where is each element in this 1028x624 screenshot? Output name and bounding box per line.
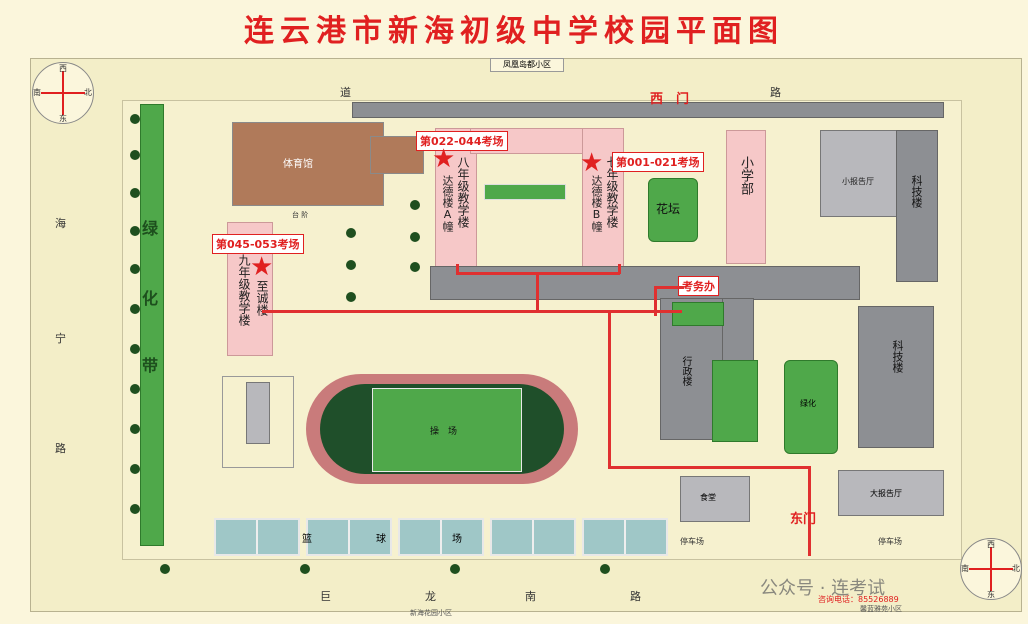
east-green-label: 绿化 — [800, 399, 816, 408]
primary-school-building — [726, 130, 766, 264]
route-segment-5 — [536, 272, 539, 312]
grade8-sub-label: 达德楼A幢 — [441, 175, 454, 232]
grade7-building — [582, 128, 624, 268]
route-segment-2 — [456, 264, 459, 274]
route-segment-10 — [808, 466, 811, 556]
grade9-label: 九年级教学楼 — [237, 254, 251, 326]
science-bottom-label: 科技楼 — [891, 340, 904, 373]
east-gate-label: 东门 — [790, 512, 817, 527]
map-title: 连云港市新海初级中学校园平面图 — [244, 14, 784, 49]
compass-top-left: 西 东 南 北 — [32, 62, 94, 124]
west-road-char-1: 海 — [55, 217, 66, 230]
admin-label: 行政楼 — [680, 356, 691, 386]
west-road-char-2: 宁 — [55, 332, 66, 345]
compass-north-label: 北 — [84, 88, 92, 97]
route-segment-8 — [608, 312, 611, 468]
basketball-court-2 — [306, 518, 392, 556]
east-green — [784, 360, 838, 454]
south-road-char-3: 南 — [525, 590, 536, 603]
admin-side-green — [712, 360, 758, 442]
exam-office-label: 考务办 — [678, 276, 719, 296]
parking-left-label: 停车场 — [680, 537, 704, 546]
basketball-court-4 — [490, 518, 576, 556]
route-segment-1 — [262, 310, 682, 313]
star-icon: ★ — [432, 144, 456, 174]
compass-south-label: 南 — [33, 88, 41, 97]
watermark: 公众号 · 连考试 — [760, 578, 886, 599]
compass-west-label: 西 — [59, 64, 67, 73]
grade7-sub-label: 达德楼B幢 — [590, 175, 603, 232]
compass-north-label: 北 — [1012, 564, 1020, 573]
big-hall-label: 大报告厅 — [870, 489, 902, 498]
route-segment-4 — [618, 264, 621, 274]
canteen-label: 食堂 — [700, 493, 716, 502]
exam-room-label-c: 第045-053考场 — [212, 234, 304, 254]
flower-bed — [648, 178, 698, 242]
science-building-bottom — [858, 306, 934, 448]
grade7-label: 七年级教学楼 — [605, 156, 619, 228]
small-building-block — [246, 382, 270, 444]
hotline-label: 咨询电话：85526889 — [818, 595, 899, 604]
compass-east-label: 东 — [59, 114, 67, 123]
exam-room-label-a: 第022-044考场 — [416, 131, 508, 151]
compass-west-label: 西 — [987, 540, 995, 549]
stage-label: 台 阶 — [292, 211, 309, 219]
courtyard-green — [484, 184, 566, 200]
green-belt-char-2: 化 — [142, 289, 159, 308]
route-segment-9 — [608, 466, 810, 469]
grade9-sub-label: 至诚楼 — [255, 280, 269, 316]
south-road-char-2: 龙 — [425, 590, 436, 603]
central-corridor — [430, 266, 860, 300]
green-belt — [140, 104, 164, 546]
science-top-label: 科技楼 — [910, 175, 923, 208]
north-parking-strip — [352, 102, 944, 118]
parking-right-label: 停车场 — [878, 537, 902, 546]
route-segment-7 — [654, 286, 657, 316]
grade8-label: 八年级教学楼 — [456, 156, 470, 228]
basketball-court-1 — [214, 518, 300, 556]
north-road-label-2: 路 — [770, 86, 781, 99]
gym-annex — [370, 136, 424, 174]
big-hall-building — [838, 470, 944, 516]
south-road-char-4: 路 — [630, 590, 641, 603]
north-road-label-1: 道 — [340, 86, 351, 99]
west-road-char-3: 路 — [55, 442, 66, 455]
admin-green — [672, 302, 724, 326]
compass-east-label: 东 — [987, 590, 995, 599]
compass-bottom-right: 西 东 南 北 — [960, 538, 1022, 600]
star-icon: ★ — [250, 252, 274, 282]
canteen-building — [680, 476, 750, 522]
science-building-top — [896, 130, 938, 282]
south-road-char-1: 巨 — [320, 590, 331, 603]
football-field — [372, 388, 522, 472]
green-belt-char-3: 带 — [142, 356, 159, 375]
compass-south-label: 南 — [961, 564, 969, 573]
court-label-char-1: 篮 — [302, 534, 312, 545]
basketball-court-3 — [398, 518, 484, 556]
small-building-west — [222, 376, 294, 468]
green-belt-char-1: 绿 — [142, 219, 159, 238]
gym-building — [232, 122, 384, 206]
north-community-label: 凤凰岛都小区 — [490, 58, 564, 72]
field-label: 操 场 — [430, 427, 458, 437]
west-gate-label: 西 门 — [650, 92, 690, 107]
exam-room-label-b: 第001-021考场 — [612, 152, 704, 172]
flower-bed-label: 花坛 — [656, 202, 681, 216]
court-label-char-2: 球 — [376, 534, 386, 545]
gym-label: 体育馆 — [283, 159, 313, 170]
small-hall-label: 小报告厅 — [842, 177, 874, 186]
south-community-left: 新海花园小区 — [410, 609, 452, 617]
primary-school-label: 小学部 — [738, 156, 753, 195]
star-icon: ★ — [580, 148, 604, 178]
basketball-court-5 — [582, 518, 668, 556]
court-label-char-3: 场 — [452, 534, 462, 545]
route-segment-6 — [654, 286, 684, 289]
south-community-right: 馨蓝雅苑小区 — [860, 605, 902, 613]
